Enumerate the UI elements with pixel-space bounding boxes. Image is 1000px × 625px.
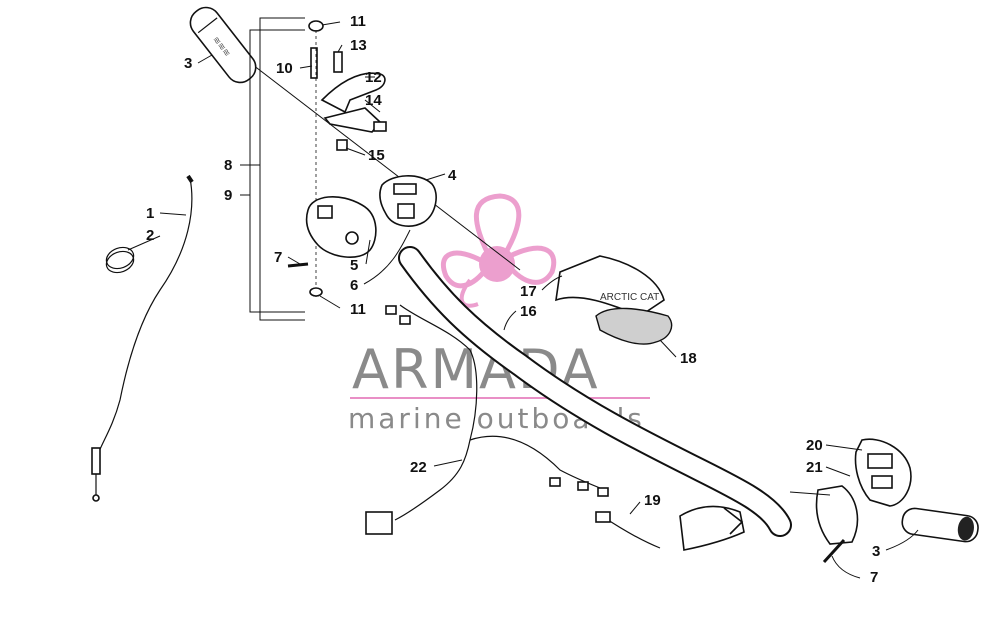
callout-17: 17: [520, 283, 537, 300]
callout-16: 16: [520, 303, 537, 320]
callout-6: 6: [350, 277, 358, 294]
callout-19: 19: [644, 492, 661, 509]
armada-logo-icon: [441, 193, 557, 308]
grip-heater: [595, 505, 745, 551]
callout-14: 14: [365, 92, 382, 109]
callout-7-right: 7: [870, 569, 878, 586]
callout-3-left: 3: [184, 55, 192, 72]
callout-18: 18: [680, 350, 697, 367]
right-grip: [901, 507, 979, 543]
callout-9: 9: [224, 187, 232, 204]
callout-21: 21: [806, 459, 823, 476]
screw-left: [287, 262, 309, 268]
callout-22: 22: [410, 459, 427, 476]
bracket-8-9: [240, 17, 305, 321]
callout-11-bottom: 11: [350, 301, 366, 318]
alignment-line: [239, 54, 521, 271]
callout-8: 8: [224, 157, 232, 174]
callout-15: 15: [368, 147, 385, 164]
callout-7-left: 7: [274, 249, 282, 266]
wiring-harness: [365, 304, 609, 535]
callout-labels: 1 2 3 4 5 6 7 7 8 9 10 11 11 12 13 14 15…: [146, 13, 880, 586]
callout-10: 10: [276, 60, 293, 77]
throttle-cable: [91, 174, 194, 502]
callout-11-top: 11: [350, 13, 366, 30]
callout-4: 4: [448, 167, 457, 184]
leader-lines: [127, 21, 919, 579]
callout-2: 2: [146, 227, 154, 244]
right-switch-housing: [815, 438, 912, 564]
washer-bottom: [309, 287, 323, 297]
handlebar-tube: [398, 246, 792, 537]
callout-13: 13: [350, 37, 367, 54]
cable-clip: [105, 246, 135, 274]
callout-12: 12: [365, 69, 382, 86]
svg-text:ARCTIC CAT: ARCTIC CAT: [600, 292, 659, 303]
throttle-housing: [305, 195, 377, 258]
switch-housing: [379, 175, 437, 227]
left-grip: ≋≋≋: [189, 6, 257, 84]
callout-3-right: 3: [872, 543, 880, 560]
handlebar-pad: ARCTIC CAT: [555, 255, 673, 345]
callout-20: 20: [806, 437, 823, 454]
callout-1: 1: [146, 205, 154, 222]
callout-5: 5: [350, 257, 358, 274]
